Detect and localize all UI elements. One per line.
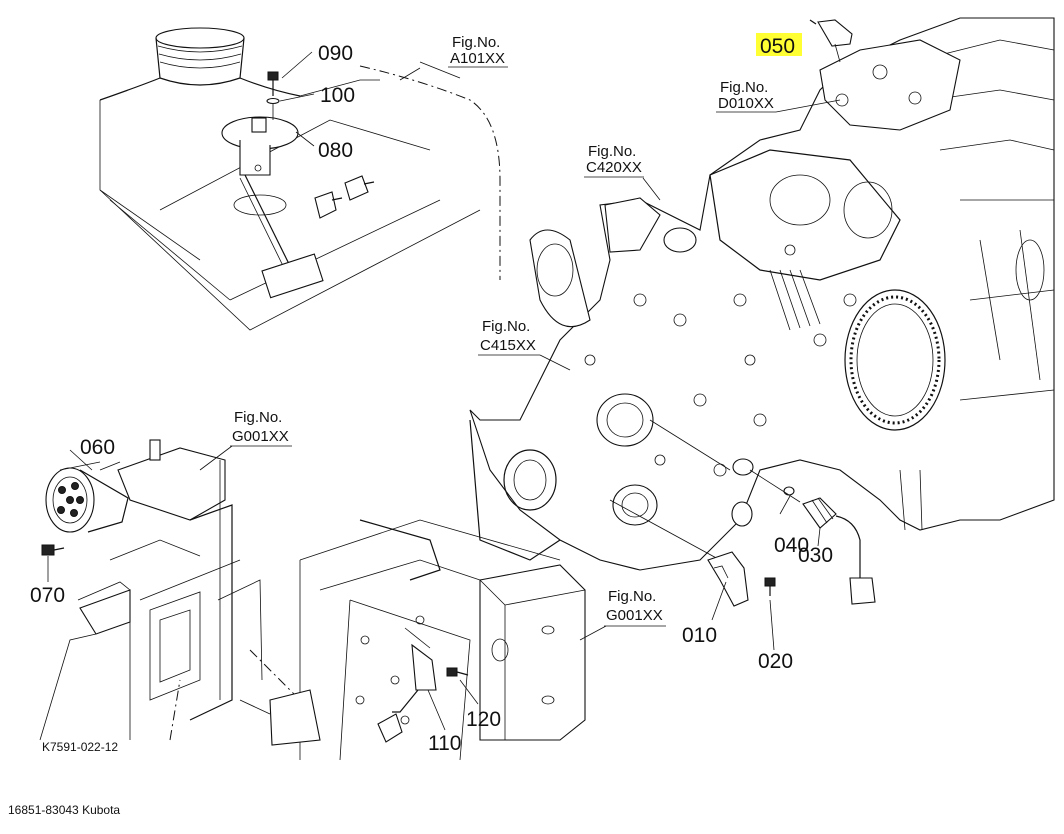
part-label-050[interactable]: 050 bbox=[760, 35, 795, 58]
fig-ref-d010-line2[interactable]: D010XX bbox=[718, 95, 774, 112]
horn-bracket-drawing bbox=[39, 439, 301, 741]
part-label-040[interactable]: 040 bbox=[774, 534, 809, 557]
fig-ref-c415-line1[interactable]: Fig.No. bbox=[482, 318, 530, 335]
assembly-boundary bbox=[359, 65, 501, 280]
part-label-060[interactable]: 060 bbox=[80, 436, 115, 459]
fig-ref-c420-line2[interactable]: C420XX bbox=[586, 159, 642, 176]
footer-part-number: 16851-83043 Kubota bbox=[8, 803, 121, 817]
fig-ref-a101-line1[interactable]: Fig.No. bbox=[452, 34, 500, 51]
fig-ref-d010-line1[interactable]: Fig.No. bbox=[720, 79, 768, 96]
frame-drawing bbox=[269, 519, 586, 761]
sensor-030-drawing bbox=[749, 469, 876, 605]
part-label-020[interactable]: 020 bbox=[758, 650, 793, 673]
fig-ref-c420-line1[interactable]: Fig.No. bbox=[588, 143, 636, 160]
fig-ref-c415-line2[interactable]: C415XX bbox=[480, 337, 536, 354]
fig-ref-g001b-line1[interactable]: Fig.No. bbox=[608, 588, 656, 605]
fig-ref-a101-line2[interactable]: A101XX bbox=[450, 50, 505, 67]
part-label-070[interactable]: 070 bbox=[30, 584, 65, 607]
part-label-110[interactable]: 110 bbox=[428, 732, 461, 755]
highlight-050 bbox=[756, 33, 802, 56]
part-label-030[interactable]: 030 bbox=[798, 544, 833, 567]
transmission-case-drawing bbox=[469, 17, 1055, 571]
part-label-080[interactable]: 080 bbox=[318, 139, 353, 162]
diagram-code: K7591-022-12 bbox=[42, 740, 119, 754]
sensor-010-drawing bbox=[707, 551, 776, 651]
part-label-090[interactable]: 090 bbox=[318, 42, 353, 65]
fig-ref-g001b-line2[interactable]: G001XX bbox=[606, 607, 663, 624]
fig-ref-g001a-line1[interactable]: Fig.No. bbox=[234, 409, 282, 426]
fig-ref-g001a-line2[interactable]: G001XX bbox=[232, 428, 289, 445]
part-label-010[interactable]: 010 bbox=[682, 624, 717, 647]
fuel-tank-drawing bbox=[99, 27, 481, 331]
part-label-120[interactable]: 120 bbox=[466, 708, 501, 731]
figure-ref-leaders bbox=[99, 67, 841, 641]
part-label-100[interactable]: 100 bbox=[320, 84, 355, 107]
